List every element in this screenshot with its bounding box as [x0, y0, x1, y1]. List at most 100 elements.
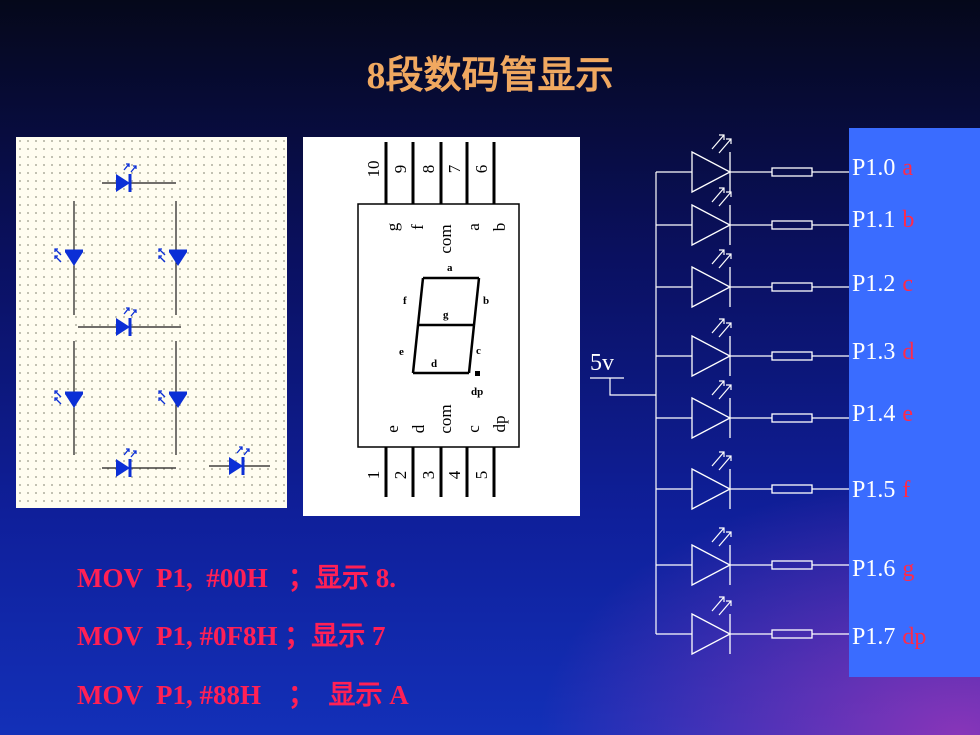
light-arrow [711, 187, 725, 203]
light-arrow-head [719, 527, 725, 533]
light-arrow-head [726, 531, 732, 537]
port-segment: b [902, 207, 915, 233]
pin-number-bottom: 4 [445, 470, 464, 479]
light-arrow-head [719, 318, 725, 324]
led-branch [656, 596, 852, 656]
port-name: P1.1 [852, 207, 896, 233]
code-line-1: MOV P1, #00H ；显示 8. [77, 563, 396, 593]
supply-wire [609, 378, 656, 396]
led-branch [656, 527, 852, 587]
pin-signal-top: a [464, 223, 483, 231]
port-segment: c [902, 271, 914, 297]
supply-voltage-label: 5v [590, 350, 614, 376]
pin-number-top: 9 [391, 165, 410, 174]
light-arrow-head [726, 600, 732, 606]
light-arrow [711, 249, 725, 265]
light-arrow [718, 531, 732, 547]
seven-segment-pinout-drawing: 10 9 8 7 6 g f com a b a f g [357, 142, 520, 497]
port-segment: f [902, 477, 911, 503]
resistor-icon [771, 413, 813, 423]
resistor-icon [771, 282, 813, 292]
light-arrow-head [719, 380, 725, 386]
led-branch [656, 187, 852, 247]
light-arrow [718, 600, 732, 616]
led-segment-arrangement-panel [16, 137, 287, 508]
port-name: P1.2 [852, 271, 896, 297]
light-arrow [711, 451, 725, 467]
light-arrow [718, 455, 732, 471]
light-arrow [711, 134, 725, 150]
port-name: P1.4 [852, 401, 896, 427]
pin-signal-bottom: com [436, 404, 455, 433]
light-arrow [718, 384, 732, 400]
light-arrow-head [719, 596, 725, 602]
pin-signal-bottom: e [383, 425, 402, 433]
code-line-3: MOV P1, #88H ； 显示 A [77, 680, 409, 710]
pin-signal-bottom: d [409, 424, 428, 433]
light-arrow-head [726, 384, 732, 390]
led-diode-icon [691, 543, 732, 587]
pin-number-bottom: 3 [419, 471, 438, 480]
port-name: P1.7 [852, 624, 896, 650]
led-branch [656, 134, 852, 194]
segment-label-e: e [399, 346, 404, 358]
p1-port-block [849, 128, 980, 677]
pin-number-bottom: 5 [472, 471, 491, 480]
resistor-icon [771, 220, 813, 230]
pin-signal-bottom: dp [490, 416, 509, 433]
pin-signal-top: f [408, 224, 427, 230]
light-arrow-head [719, 134, 725, 140]
code-line-2: MOV P1, #0F8H ；显示 7 [77, 621, 386, 651]
seven-segment-pinout-panel: 10 9 8 7 6 g f com a b a f g [303, 137, 580, 516]
segment-label-b: b [483, 295, 489, 307]
light-arrow-head [726, 455, 732, 461]
light-arrow [718, 253, 732, 269]
light-arrow-head [719, 451, 725, 457]
led-branch [656, 380, 852, 440]
light-arrow-head [726, 322, 732, 328]
led-diode-icon [691, 334, 732, 378]
led-branch [656, 249, 852, 309]
light-arrow [711, 596, 725, 612]
light-arrow [711, 380, 725, 396]
light-arrow-head [726, 253, 732, 259]
segment-label-d: d [431, 358, 437, 370]
light-arrow-head [726, 138, 732, 144]
port-segment: g [902, 556, 915, 582]
pin-number-top: 8 [419, 165, 438, 174]
pin-signal-top: g [383, 222, 402, 231]
resistor-icon [771, 560, 813, 570]
resistor-icon [771, 351, 813, 361]
segment-label-g: g [443, 309, 449, 321]
led-diode-icon [691, 396, 732, 440]
led-branch [656, 318, 852, 378]
resistor-icon [771, 484, 813, 494]
led-diode-icon [691, 265, 732, 309]
port-segment: d [902, 339, 915, 365]
light-arrow [718, 322, 732, 338]
light-arrow [718, 138, 732, 154]
resistor-icon [771, 167, 813, 177]
port-segment: a [902, 155, 914, 181]
pin-signal-top: b [490, 223, 509, 232]
led-diode-icon [691, 467, 732, 511]
light-arrow-head [726, 191, 732, 197]
light-arrow-head [719, 187, 725, 193]
led-arrangement-drawing [53, 162, 270, 479]
pin-number-top: 6 [472, 165, 491, 174]
port-name: P1.3 [852, 339, 896, 365]
pin-signal-bottom: c [464, 425, 483, 433]
pin-signal-top: com [436, 224, 455, 253]
segment-label-a: a [447, 262, 453, 274]
resistor-icon [771, 629, 813, 639]
port-segment: e [902, 401, 914, 427]
